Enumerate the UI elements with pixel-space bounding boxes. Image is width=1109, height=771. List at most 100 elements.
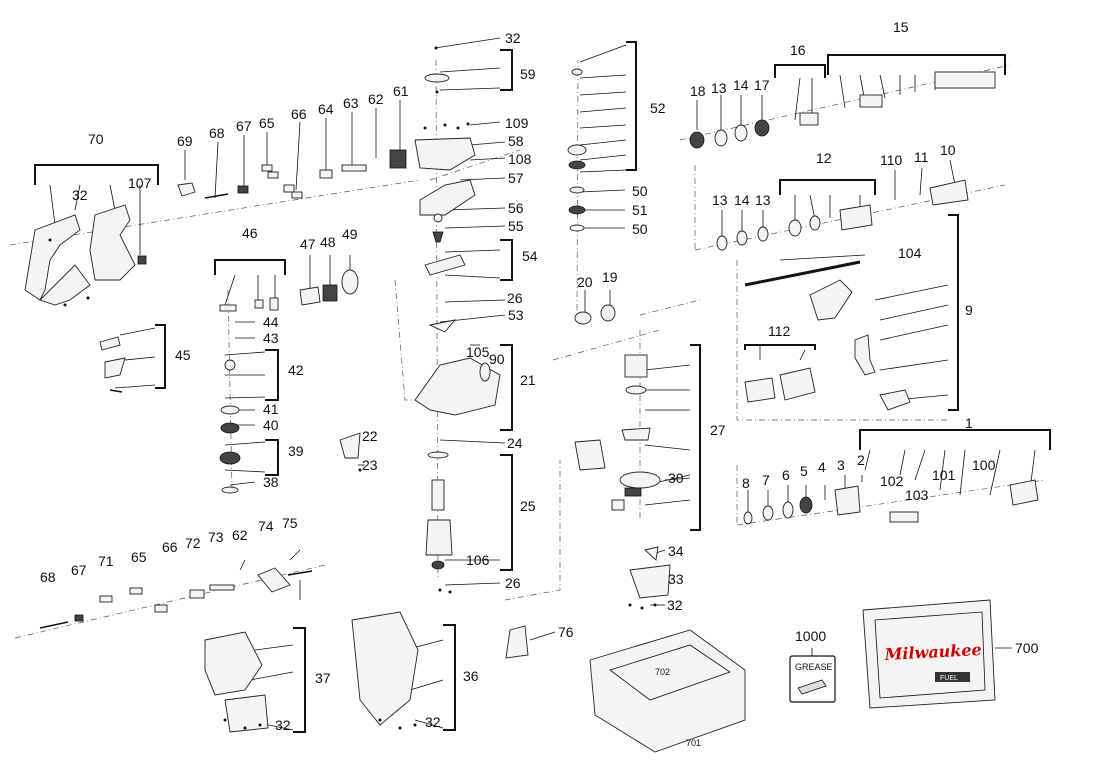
label-23: 23 xyxy=(362,457,378,473)
label-13c: 13 xyxy=(755,192,771,208)
label-30: 30 xyxy=(668,470,684,486)
label-32a: 32 xyxy=(505,30,521,46)
label-40: 40 xyxy=(263,417,279,433)
label-32d: 32 xyxy=(275,717,291,733)
label-51: 51 xyxy=(632,202,648,218)
label-6: 6 xyxy=(782,467,790,483)
label-103: 103 xyxy=(905,487,929,503)
label-65a: 65 xyxy=(259,115,275,131)
screws xyxy=(48,46,657,730)
label-37: 37 xyxy=(315,670,331,686)
label-16: 16 xyxy=(790,42,806,58)
label-700: 700 xyxy=(1015,640,1039,656)
label-1000: 1000 xyxy=(795,628,826,644)
label-71: 71 xyxy=(98,553,114,569)
label-54: 54 xyxy=(522,248,538,264)
label-67b: 67 xyxy=(71,562,87,578)
label-100: 100 xyxy=(972,457,996,473)
label-19: 19 xyxy=(602,269,618,285)
label-66a: 66 xyxy=(291,106,307,122)
label-46: 46 xyxy=(242,225,258,241)
label-62a: 62 xyxy=(368,91,384,107)
label-43: 43 xyxy=(263,330,279,346)
label-14a: 14 xyxy=(733,77,749,93)
label-49: 49 xyxy=(342,226,358,242)
case-badge xyxy=(935,672,970,682)
label-90: 90 xyxy=(489,351,505,367)
label-13a: 13 xyxy=(711,80,727,96)
label-108: 108 xyxy=(508,151,532,167)
label-74: 74 xyxy=(258,518,274,534)
label-33: 33 xyxy=(668,571,684,587)
label-56: 56 xyxy=(508,200,524,216)
label-32b: 32 xyxy=(72,187,88,203)
label-32e: 32 xyxy=(425,714,441,730)
label-61: 61 xyxy=(393,83,409,99)
part-labels: 1 2 3 4 5 6 7 8 9 10 11 12 13 13 13 14 1… xyxy=(40,19,1039,748)
label-65b: 65 xyxy=(131,549,147,565)
leader-lines xyxy=(49,37,1036,731)
label-21: 21 xyxy=(520,372,536,388)
label-76: 76 xyxy=(558,624,574,640)
label-14b: 14 xyxy=(734,192,750,208)
label-73: 73 xyxy=(208,529,224,545)
label-45: 45 xyxy=(175,347,191,363)
label-55: 55 xyxy=(508,218,524,234)
label-107: 107 xyxy=(128,175,152,191)
label-34: 34 xyxy=(668,543,684,559)
label-17: 17 xyxy=(754,77,770,93)
label-109: 109 xyxy=(505,115,529,131)
label-75: 75 xyxy=(282,515,298,531)
label-3: 3 xyxy=(837,457,845,473)
label-22: 22 xyxy=(362,428,378,444)
label-36: 36 xyxy=(463,668,479,684)
grease-label: GREASE xyxy=(795,662,833,672)
label-59: 59 xyxy=(520,66,536,82)
label-101: 101 xyxy=(932,467,956,483)
label-66b: 66 xyxy=(162,539,178,555)
label-58: 58 xyxy=(508,133,524,149)
label-106: 106 xyxy=(466,552,490,568)
label-42: 42 xyxy=(288,362,304,378)
label-63: 63 xyxy=(343,95,359,111)
label-9: 9 xyxy=(965,302,973,318)
label-50a: 50 xyxy=(632,183,648,199)
label-27: 27 xyxy=(710,422,726,438)
label-26b: 26 xyxy=(505,575,521,591)
label-41: 41 xyxy=(263,401,279,417)
label-20: 20 xyxy=(577,274,593,290)
label-102: 102 xyxy=(880,473,904,489)
label-24: 24 xyxy=(507,435,523,451)
label-72: 72 xyxy=(185,535,201,551)
label-44: 44 xyxy=(263,314,279,330)
label-18: 18 xyxy=(690,83,706,99)
label-701: 701 xyxy=(686,738,701,748)
label-112: 112 xyxy=(768,323,791,339)
parts xyxy=(24,68,1039,733)
label-50b: 50 xyxy=(632,221,648,237)
label-62b: 62 xyxy=(232,527,248,543)
label-52: 52 xyxy=(650,100,666,116)
label-104: 104 xyxy=(898,245,922,261)
label-1: 1 xyxy=(965,415,973,431)
label-5: 5 xyxy=(800,463,808,479)
accessories: Milwaukee FUEL GREASE xyxy=(589,599,1012,753)
label-47: 47 xyxy=(300,236,316,252)
label-25: 25 xyxy=(520,498,536,514)
label-702: 702 xyxy=(655,667,670,677)
label-48: 48 xyxy=(320,234,336,250)
grease-tube-icon xyxy=(797,679,827,695)
label-67a: 67 xyxy=(236,118,252,134)
case-701 xyxy=(589,629,746,753)
label-11: 11 xyxy=(914,149,929,165)
label-8: 8 xyxy=(742,475,750,491)
label-15: 15 xyxy=(893,19,909,35)
label-57: 57 xyxy=(508,170,524,186)
label-7: 7 xyxy=(762,472,770,488)
label-68a: 68 xyxy=(209,125,225,141)
case-badge-text: FUEL xyxy=(940,675,958,682)
label-32c: 32 xyxy=(667,597,683,613)
label-10: 10 xyxy=(940,142,956,158)
label-38: 38 xyxy=(263,474,279,490)
label-105: 105 xyxy=(466,344,490,360)
